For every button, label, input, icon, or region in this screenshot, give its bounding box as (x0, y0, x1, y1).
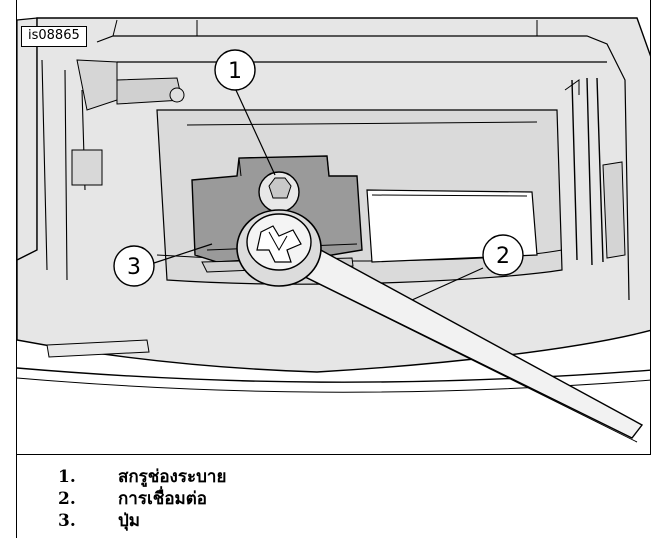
legend-number: 1. (58, 467, 76, 487)
diagram-illustration: 1 2 3 (17, 0, 650, 454)
legend-label: การเชื่อมต่อ (118, 489, 207, 509)
margin-rule (16, 455, 17, 538)
legend-number: 3. (58, 511, 76, 531)
callout-2-label: 2 (496, 244, 510, 269)
callout-1-label: 1 (228, 59, 242, 84)
legend-item: 2. การเชื่อมต่อ (58, 488, 226, 510)
legend-item: 1. สกรูช่องระบาย (58, 466, 226, 488)
diagram-figure: 1 2 3 is08865 (16, 0, 651, 455)
legend-number: 2. (58, 489, 76, 509)
legend-label: ปุ่ม (118, 511, 140, 531)
callout-3-label: 3 (127, 255, 141, 280)
callout-1-circle (214, 49, 256, 91)
legend-list: 1. สกรูช่องระบาย 2. การเชื่อมต่อ 3. ปุ่ม (58, 466, 226, 532)
legend-label: สกรูช่องระบาย (118, 467, 227, 487)
legend-item: 3. ปุ่ม (58, 510, 226, 532)
callout-3-circle (113, 245, 155, 287)
callout-2-circle (482, 234, 524, 276)
figure-id-label: is08865 (21, 26, 87, 47)
